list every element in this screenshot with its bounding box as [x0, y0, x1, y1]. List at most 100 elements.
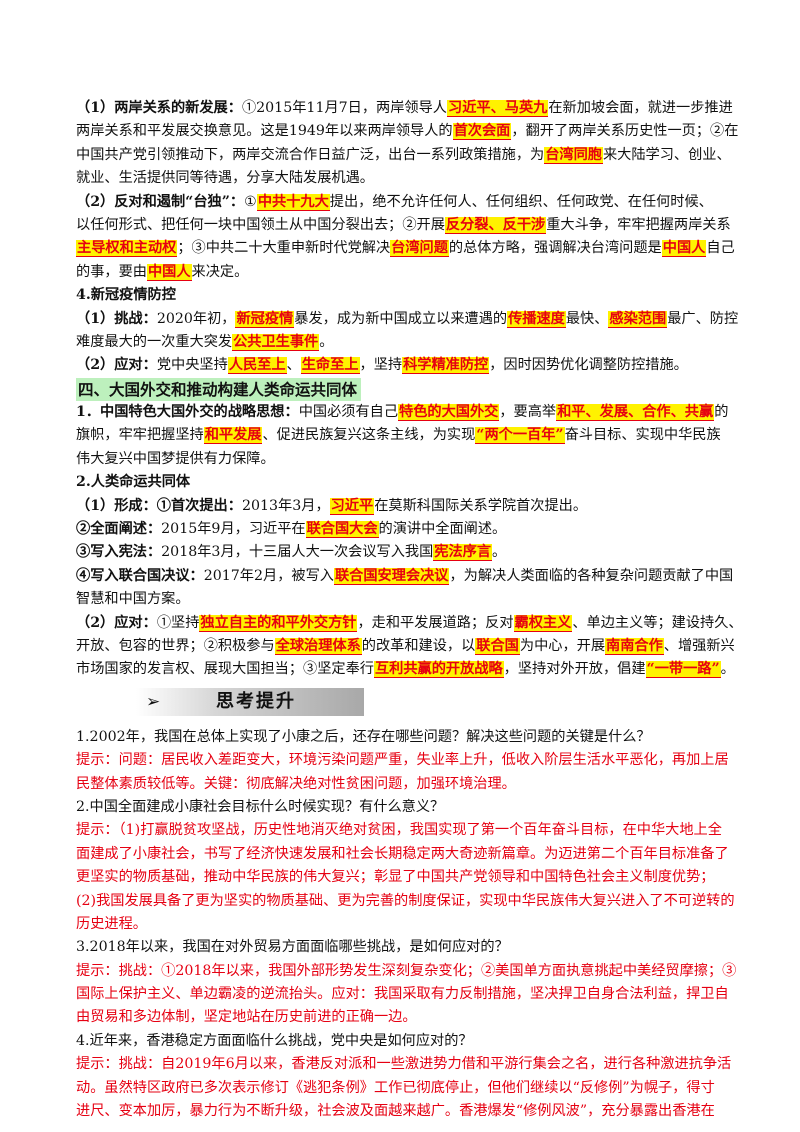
highlight: 台湾问题	[390, 240, 449, 258]
answer-line: 历史进程。	[76, 915, 147, 932]
text: ①	[244, 193, 257, 210]
highlight: 霸权主义	[513, 614, 573, 632]
text: 党中央坚持	[156, 357, 228, 374]
paragraph-line: 智慧和中国方案。	[76, 588, 730, 611]
paragraph-line: 开放、包容的世界；②积极参与全球治理体系的改革和建设，以联合国为中心，开展南南合…	[76, 635, 735, 658]
paragraph-line: （2）反对和遏制“台独”：①中共十九大提出，绝不允许任何人、任何组织、任何政党、…	[76, 191, 730, 214]
text: ，为解决人类面临的各种复杂问题贡献了中国	[449, 567, 734, 584]
text: 就业、生活提供同等待遇，分享大陆发展机遇。	[76, 170, 374, 187]
section-title: 4.新冠疫情防控	[76, 287, 176, 304]
text: ，走和平发展道路；反对	[357, 614, 514, 631]
question: 4.近年来，香港稳定方面面临什么挑战，党中央是如何应对的？	[76, 1032, 473, 1049]
text: 2020年初，	[156, 310, 236, 327]
text: 的总体方略，强调解决台湾问题是	[448, 240, 662, 257]
highlight: 全球治理体系	[274, 637, 362, 655]
text: 以任何形式、把任何一块中国领土从中国分裂出去；②开展	[76, 216, 445, 233]
highlight: 联合国大会	[305, 521, 379, 539]
text: 自己	[706, 240, 735, 257]
paragraph-line: 1．中国特色大国外交的战略思想：中国必须有自己特色的大国外交，要高举和平、发展、…	[76, 401, 730, 424]
paragraph-line: （2）应对：党中央坚持人民至上、生命至上，坚持科学精准防控，因时因势优化调整防控…	[76, 354, 730, 377]
highlight: 台湾同胞	[544, 146, 603, 164]
text: 提出，绝不允许任何人、任何组织、任何政党、在任何时候、	[329, 193, 713, 210]
highlight: 反分裂、反干涉	[444, 216, 547, 234]
text: ①2015年11月7日，两岸领导人	[241, 100, 447, 116]
highlight: 新冠疫情	[235, 310, 295, 328]
answer-line: 面建成了小康社会，书写了经济快速发展和社会长期稳定两大奇迹新篇章。为迈进第二个百…	[76, 845, 729, 862]
paragraph-line: 就业、生活提供同等待遇，分享大陆发展机遇。	[76, 167, 730, 190]
highlight: 科学精准防控	[402, 357, 490, 375]
paragraph-line: 伟大复兴中国梦提供有力保障。	[76, 448, 730, 471]
arrow-icon: ➢	[146, 691, 161, 712]
text: 、增强新兴	[663, 637, 735, 654]
paragraph-line: ②全面阐述：2015年9月，习近平在联合国大会的演讲中全面阐述。	[76, 518, 730, 541]
paragraph-line: 主导权和主动权；③中共二十大重申新时代党解决台湾问题的总体方略，强调解决台湾问题…	[76, 237, 735, 260]
paragraph-line: （2）应对：①坚持独立自主的和平外交方针，走和平发展道路；反对霸权主义、单边主义…	[76, 612, 743, 635]
text: 中国共产党引领推动下，两岸交流合作日益广泛，出台一系列政策措施，为	[76, 146, 545, 163]
subsection-head: （1）形成：①首次提出：	[76, 497, 242, 514]
highlight: 独立自主的和平外交方针	[199, 614, 358, 632]
answer-line: 国际上保护主义、单边霸凌的逆流抬头。应对：我国采取有力反制措施，坚决捍卫自身合法…	[76, 986, 729, 1003]
highlight: 公共卫生事件	[232, 333, 320, 351]
text: 、	[286, 357, 301, 374]
subsection-head: （2）反对和遏制“台独”：	[76, 193, 245, 210]
paragraph-line: （1）两岸关系的新发展：①2015年11月7日，两岸领导人习近平、马英九在新加坡…	[76, 97, 733, 120]
text: 两岸关系和平发展交换意见。这是1949年以来两岸领导人的	[76, 123, 453, 140]
answer-line: 提示：挑战：①2018年以来，我国外部形势发生深刻复杂变化；②美国单方面执意挑起…	[76, 962, 737, 979]
highlight: 习近平、马英九	[447, 100, 549, 117]
highlight: 南南合作	[605, 637, 664, 655]
answer-line: 提示：问题：居民收入差距变大，环境污染问题严重，失业率上升，低收入阶层生活水平恶…	[76, 752, 729, 769]
answer-line: 提示：挑战：自2019年6月以来，香港反对派和一些激进势力借和平游行集会之名，进…	[76, 1056, 732, 1073]
text: 、促进民族复兴这条主线，为实现	[262, 427, 476, 444]
paragraph-line: （1）挑战：2020年初，新冠疫情暴发，成为新中国成立以来遭遇的传播速度最快、感…	[76, 308, 738, 331]
paragraph-line: 旗帜，牢牢把握坚持和平发展、促进民族复兴这条主线，为实现“两个一百年”奋斗目标、…	[76, 424, 730, 447]
text: 智慧和中国方案。	[76, 591, 190, 608]
highlight: 中国人	[146, 263, 192, 281]
subsection-head: ②全面阐述：	[76, 521, 162, 538]
subsection-head: （1）挑战：	[76, 310, 157, 327]
answer-line: 民整体素质较低等。关键：彻底解决绝对性贫困问题，加强环境治理。	[76, 775, 516, 792]
answer-line: 由贸易和多边体制，坚定地站在历史前进的正确一边。	[76, 1009, 417, 1026]
part-heading-line: 四、大国外交和推动构建人类命运共同体	[76, 377, 730, 402]
highlight: 和平、发展、合作、共赢	[556, 404, 715, 422]
highlight: 传播速度	[507, 310, 566, 328]
paragraph-line: 以任何形式、把任何一块中国领土从中国分裂出去；②开展反分裂、反干涉重大斗争，牢牢…	[76, 214, 731, 237]
answer-line: (2)我国发展具备了更为坚实的物质基础、更为完善的制度保证，实现中华民族伟大复兴…	[76, 892, 735, 909]
paragraph-line: （1）形成：①首次提出：2013年3月，习近平在莫斯科国际关系学院首次提出。	[76, 495, 730, 518]
text: 。	[492, 544, 507, 561]
document-content: （1）两岸关系的新发展：①2015年11月7日，两岸领导人习近平、马英九在新加坡…	[76, 97, 743, 1123]
text: 市场国家的发言权、展现大国担当；③坚定奉行	[76, 661, 374, 678]
subsection-head: ④写入联合国决议：	[76, 567, 204, 584]
text: ，因时因势优化调整防控措施。	[489, 357, 688, 374]
answer-line: 提示：（1)打赢脱贫攻坚战，历史性地消灭绝对贫困，我国实现了第一个百年奋斗目标，…	[76, 822, 722, 839]
highlight: 联合国	[475, 637, 520, 655]
text: ①坚持	[156, 614, 200, 631]
text: 。	[319, 333, 334, 350]
text: 。	[720, 661, 735, 678]
highlight: 联合国安理会决议	[333, 567, 450, 585]
text: ；③中共二十大重申新时代党解决	[177, 240, 391, 257]
paragraph-line: ④写入联合国决议：2017年2月，被写入联合国安理会决议，为解决人类面临的各种复…	[76, 565, 734, 588]
text: 奋斗目标、实现中华民族	[564, 427, 721, 444]
question: 2.中国全面建成小康社会目标什么时候实现？有什么意义？	[76, 798, 445, 815]
text: ，要高举	[499, 404, 557, 421]
highlight: 中共十九大	[256, 193, 330, 211]
answer-line: 更坚实的物质基础，推动中华民族的伟大复兴；彰显了中国共产党领导和中国特色社会主义…	[76, 869, 715, 886]
text: 为中心，开展	[519, 637, 606, 654]
text: 的事，要由	[76, 263, 147, 280]
answer-line: 进尺、变本加厉，暴力行为不断升级，社会波及面越来越广。香港爆发“修例风波”，充分…	[76, 1103, 715, 1120]
text: 、单边主义等；建设持久、	[572, 614, 743, 631]
highlight: 主导权和主动权	[76, 240, 178, 258]
highlight: 互利共赢的开放战略	[373, 661, 504, 679]
header-bar	[136, 687, 364, 716]
subsection-head: （2）应对：	[76, 357, 157, 374]
highlight: 人民至上	[227, 357, 287, 375]
text: 2017年2月，被写入	[203, 567, 334, 584]
text: ，坚持对外开放，倡建	[503, 661, 646, 678]
part-heading: 四、大国外交和推动构建人类命运共同体	[76, 377, 362, 402]
text: 2015年9月，习近平在	[161, 521, 306, 538]
text: 的演讲中全面阐述。	[378, 521, 507, 538]
question: 1.2002年，我国在总体上实现了小康之后，还存在哪些问题？解决这些问题的关键是…	[76, 728, 651, 745]
highlight: “一带一路”	[645, 661, 721, 679]
question: 3.2018年以来，我国在对外贸易方面面临哪些挑战，是如何应对的？	[76, 939, 509, 956]
